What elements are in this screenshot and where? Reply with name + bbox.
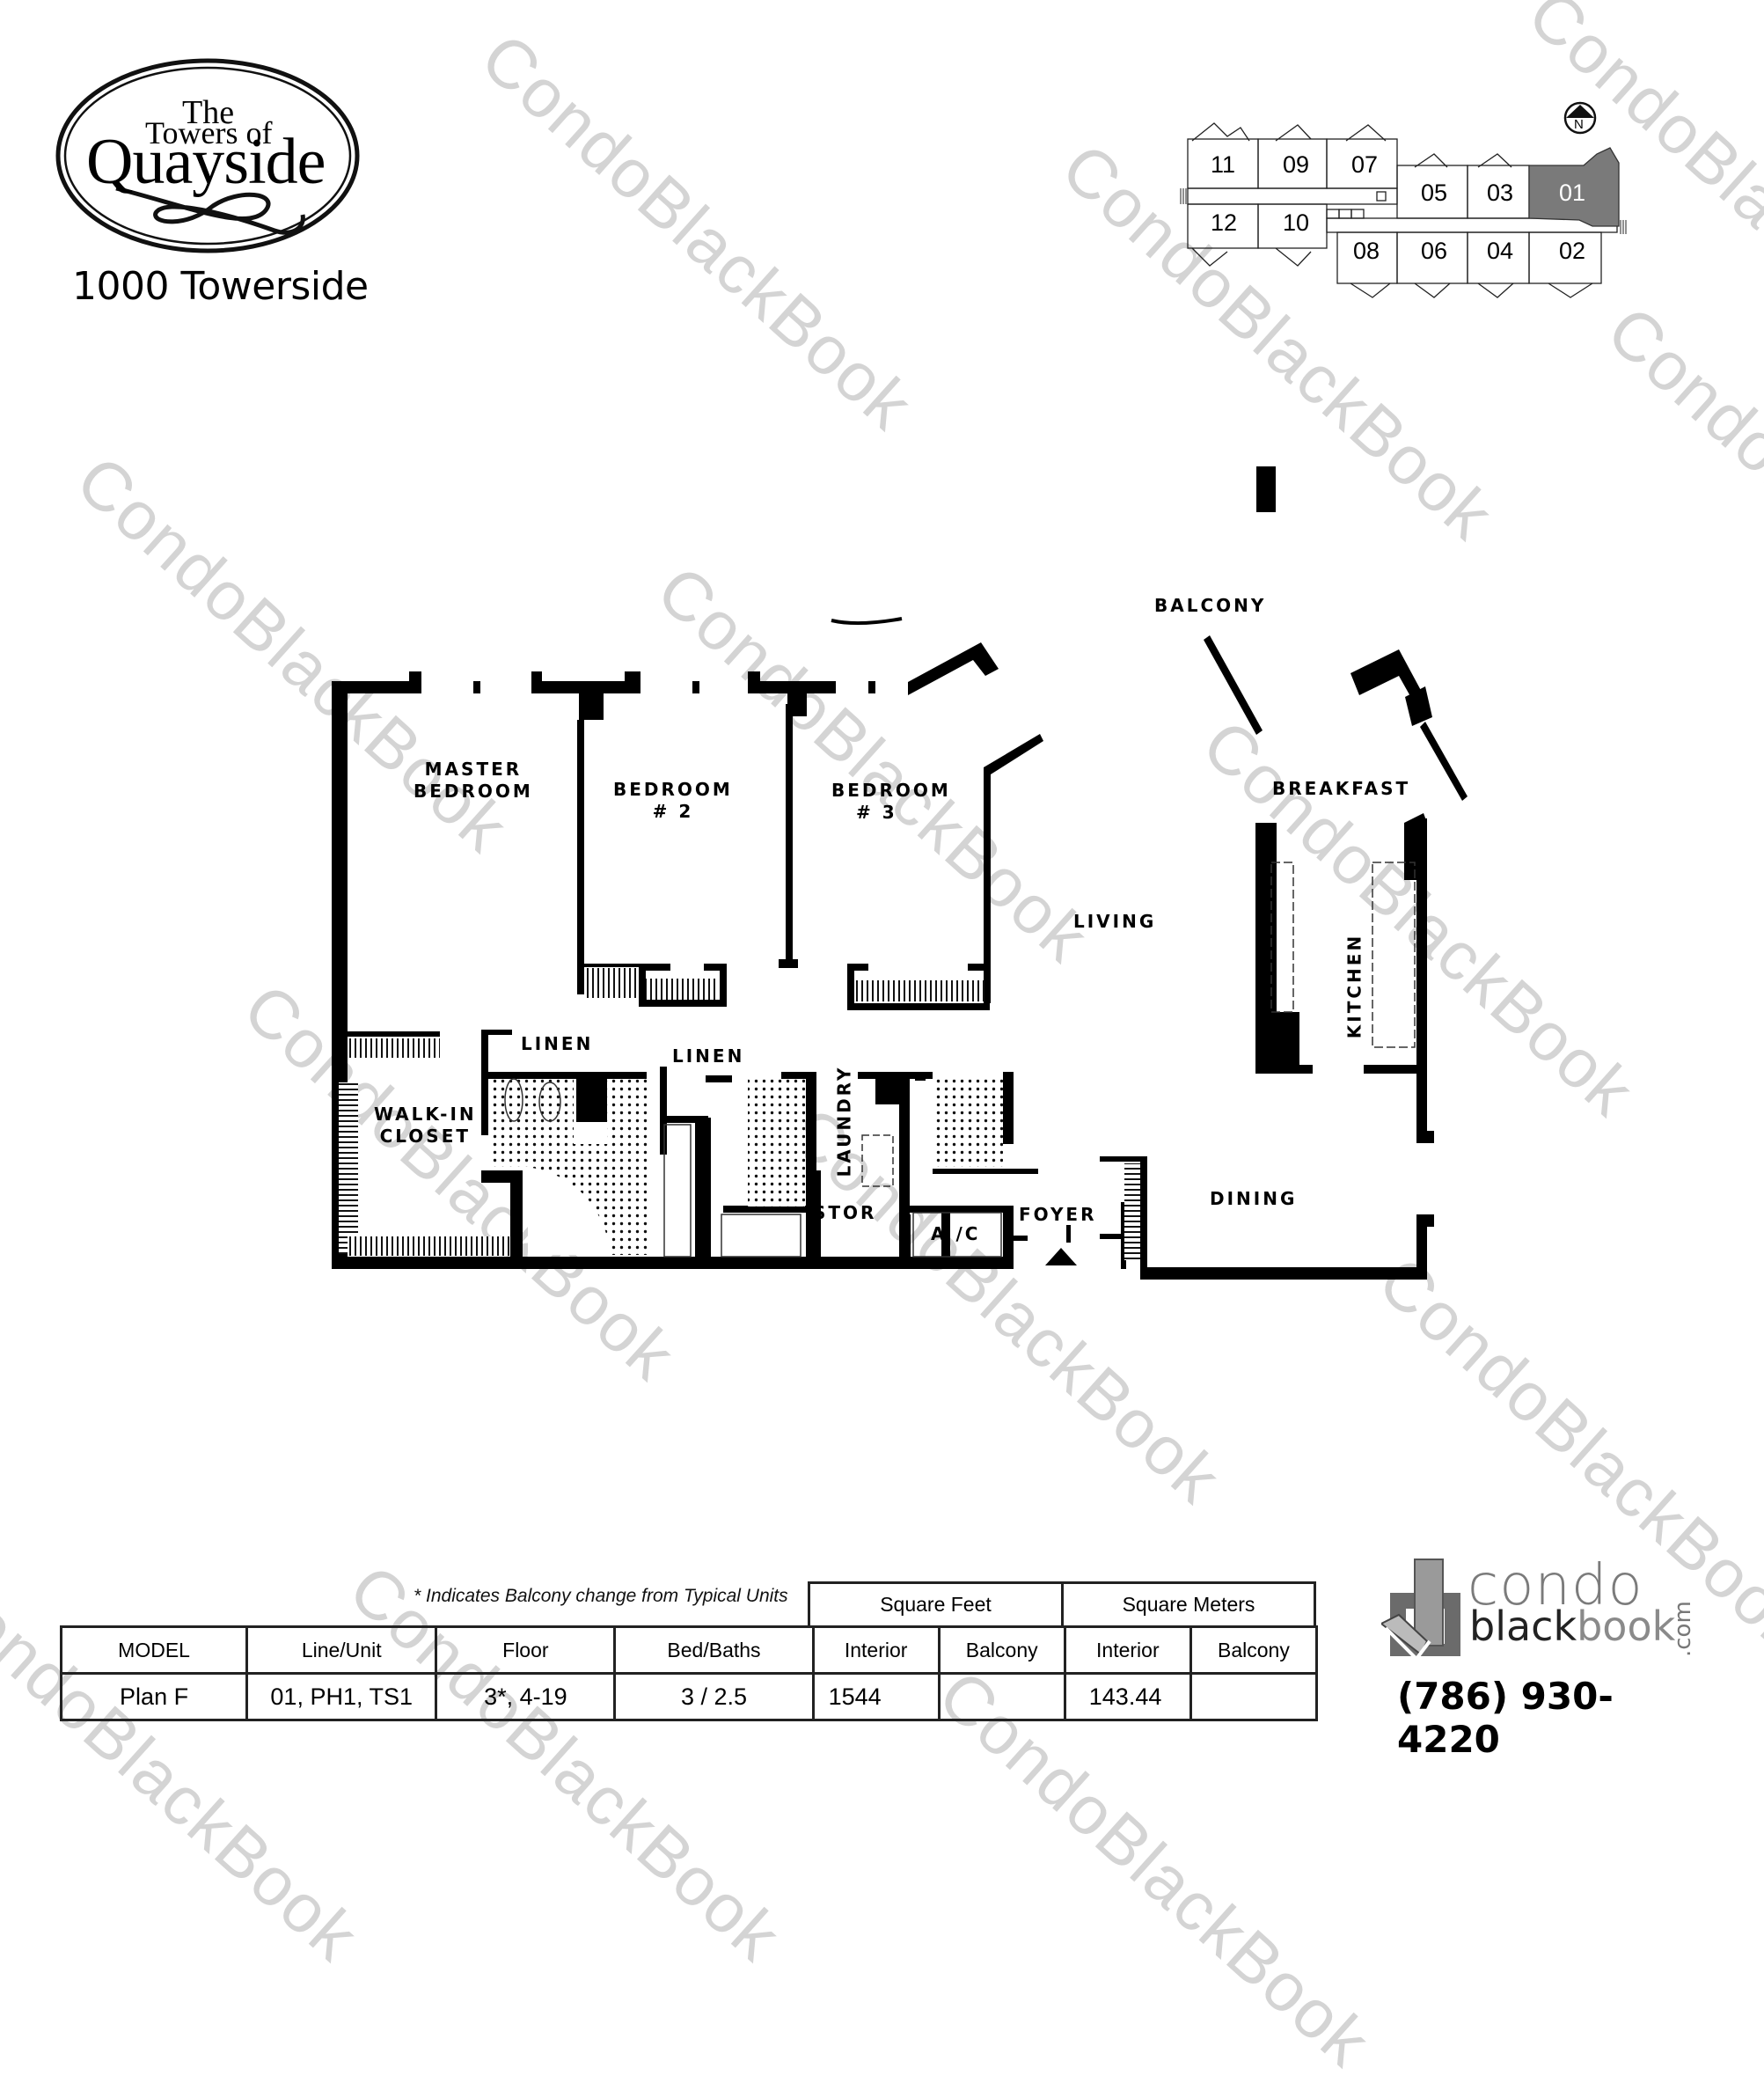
brand-blackbook: blackbook [1469, 1603, 1675, 1650]
unit-05: 05 [1421, 180, 1448, 206]
cell-sqft-interior: 1544 [811, 1672, 941, 1721]
master-bedroom-line2: BEDROOM [414, 781, 533, 802]
balcony-note: * Indicates Balcony change from Typical … [414, 1586, 788, 1606]
unit-06: 06 [1421, 238, 1448, 264]
walkin-line2: CLOSET [379, 1126, 472, 1147]
keyplan-outline-icon [1180, 122, 1627, 298]
bedroom-2-line2: # 2 [652, 801, 694, 822]
brand-book: book [1577, 1603, 1676, 1650]
unit-03: 03 [1487, 180, 1514, 206]
room-label-ac: A /C [931, 1223, 981, 1244]
cell-sqm-interior: 143.44 [1063, 1672, 1192, 1721]
walkin-line1: WALK-IN [374, 1104, 477, 1125]
area-group-headers: Square Feet Square Meters [808, 1581, 1316, 1628]
bedroom-3-line1: BEDROOM [831, 780, 951, 801]
unit-04: 04 [1487, 238, 1514, 264]
room-label-living: LIVING [1073, 911, 1157, 932]
cell-bed-baths: 3 / 2.5 [613, 1672, 815, 1721]
brand-condo: condo [1468, 1553, 1643, 1618]
col-sqft-balcony: Balcony [937, 1625, 1066, 1675]
brand-phone[interactable]: (786) 930-4220 [1397, 1675, 1614, 1761]
room-label-linen-2: LINEN [672, 1045, 745, 1067]
book-check-logo-icon [1380, 1558, 1465, 1663]
group-header-square-meters: Square Meters [1061, 1581, 1316, 1628]
bedroom-2-line1: BEDROOM [613, 779, 733, 800]
unit-01-highlighted: 01 [1559, 180, 1586, 206]
col-line-unit: Line/Unit [245, 1625, 438, 1675]
unit-12: 12 [1211, 209, 1238, 236]
logo-oval-icon [55, 58, 360, 253]
brand-com: .com [1670, 1601, 1696, 1657]
col-sqm-interior: Interior [1063, 1625, 1192, 1675]
cell-floor: 3*, 4-19 [435, 1672, 617, 1721]
logo-the: The [182, 94, 235, 131]
col-bed-baths: Bed/Baths [613, 1625, 815, 1675]
condoblackbook-brand: condo blackbook .com (786) 930-4220 [1380, 1553, 1698, 1761]
room-label-dining: DINING [1210, 1188, 1298, 1209]
unit-10: 10 [1283, 209, 1310, 236]
unit-09: 09 [1283, 151, 1310, 178]
room-label-balcony: BALCONY [1154, 595, 1267, 616]
logo-quayside: Quayside [86, 126, 326, 198]
room-label-master-bedroom: MASTER BEDROOM [414, 759, 533, 803]
cell-line-unit: 01, PH1, TS1 [245, 1672, 438, 1721]
col-sqm-balcony: Balcony [1189, 1625, 1319, 1675]
spec-table: MODEL Line/Unit Floor Bed/Baths Interior… [59, 1625, 1319, 1721]
col-model: MODEL [59, 1625, 249, 1675]
north-arrow-icon: N [1563, 101, 1597, 135]
col-floor: Floor [435, 1625, 617, 1675]
room-label-foyer: FOYER [1019, 1204, 1097, 1225]
room-label-storage: STOR [813, 1202, 877, 1223]
unit-02: 02 [1559, 238, 1586, 264]
keyplan: N 11 09 07 05 03 01 12 10 08 06 04 02 [1179, 97, 1672, 308]
north-label: N [1574, 117, 1584, 132]
building-address: 1000 Towerside [72, 264, 369, 309]
unit-08: 08 [1353, 238, 1380, 264]
unit-07: 07 [1351, 151, 1379, 178]
brand-black: black [1469, 1603, 1577, 1650]
room-label-laundry: LAUNDRY [833, 1065, 855, 1177]
col-sqft-interior: Interior [811, 1625, 941, 1675]
master-bedroom-line1: MASTER [424, 759, 523, 780]
table-row: Plan F 01, PH1, TS1 3*, 4-19 3 / 2.5 154… [59, 1672, 1319, 1721]
table-header-row: MODEL Line/Unit Floor Bed/Baths Interior… [59, 1625, 1319, 1675]
room-label-bedroom-3: BEDROOM # 3 [831, 780, 951, 824]
unit-11: 11 [1211, 151, 1236, 178]
room-label-linen-1: LINEN [521, 1033, 594, 1054]
room-label-walkin-closet: WALK-IN CLOSET [374, 1104, 477, 1148]
room-label-breakfast: BREAKFAST [1272, 778, 1411, 799]
cell-sqm-balcony [1189, 1672, 1319, 1721]
room-label-kitchen: KITCHEN [1343, 933, 1365, 1039]
cell-sqft-balcony [937, 1672, 1066, 1721]
building-logo: The Towers of Quayside [55, 56, 362, 259]
room-label-bedroom-2: BEDROOM # 2 [613, 779, 733, 823]
bedroom-3-line2: # 3 [856, 802, 897, 823]
cell-model: Plan F [59, 1672, 249, 1721]
logo-towers-of: Towers of [145, 115, 273, 150]
floorplan-drawing [332, 466, 1468, 1280]
